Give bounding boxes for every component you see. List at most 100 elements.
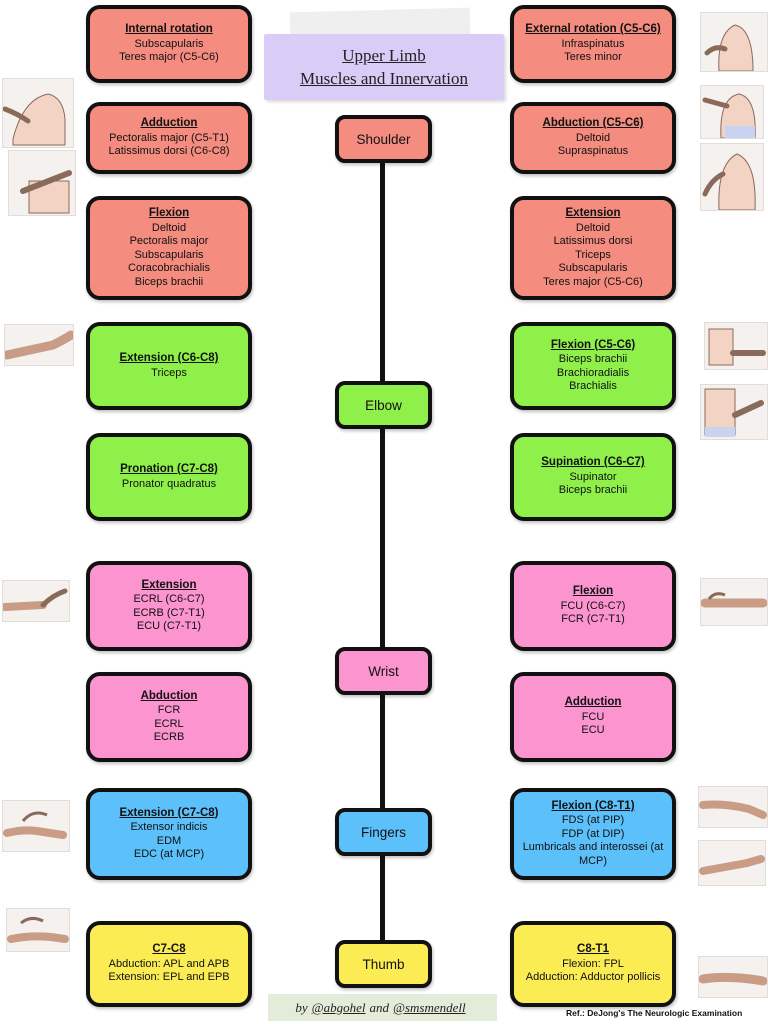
box-line: FDP (at DIP): [561, 827, 625, 840]
author-link-abgohel[interactable]: @abgohel: [311, 999, 366, 1015]
illustration-shoulder-abduction: [700, 85, 764, 139]
box-wrist-extension: Extension ECRL (C6-C7) ECRB (C7-T1) ECU …: [86, 561, 252, 651]
illustration-fingers-extension: [2, 800, 70, 852]
illustration-thumb-flexion: [698, 956, 768, 998]
box-line: Pectoralis major: [129, 235, 209, 247]
illustration-shoulder-external-rotation: [700, 12, 768, 72]
box-heading: Abduction (C5-C6): [542, 117, 644, 130]
box-elbow-pronation: Pronation (C7-C8) Pronator quadratus: [86, 433, 252, 521]
illustration-elbow-flexion-1: [704, 322, 768, 370]
box-line: Biceps brachii: [558, 353, 628, 365]
box-fingers-flexion: Flexion (C8-T1) FDS (at PIP) FDP (at DIP…: [510, 788, 676, 880]
node-shoulder: Shoulder: [335, 115, 432, 163]
box-heading: Abduction: [140, 689, 198, 702]
node-fingers: Fingers: [335, 808, 432, 856]
box-line: Latissimus dorsi (C6-C8): [108, 145, 230, 158]
box-heading: Flexion (C8-T1): [551, 799, 635, 812]
box-line: Brachialis: [569, 380, 617, 392]
box-line: Biceps brachii: [558, 484, 628, 497]
illustration-fingers-flexion-1: [698, 786, 768, 828]
box-shoulder-adduction: Adduction Pectoralis major (C5-T1) Latis…: [86, 102, 252, 174]
box-line: Teres major (C5-C6): [543, 275, 643, 288]
box-thumb-c8-t1: C8-T1 Flexion: FPL Adduction: Adductor p…: [510, 921, 676, 1007]
box-line: Biceps brachii: [134, 275, 204, 288]
box-heading: Adduction: [140, 117, 198, 130]
box-line: ECU (C7-T1): [136, 620, 202, 632]
box-thumb-c7-c8: C7-C8 Abduction: APL and APB Extension: …: [86, 921, 252, 1007]
illustration-shoulder-extension: [700, 143, 764, 211]
reference-note: Ref.: DeJong's The Neurologic Examinatio…: [566, 1008, 743, 1018]
box-line: MCP): [578, 854, 608, 867]
illustration-elbow-flexion-2: [700, 384, 768, 440]
box-line: Supraspinatus: [557, 145, 629, 158]
box-line: Triceps: [151, 366, 187, 379]
box-line: Teres major (C5-C6): [119, 51, 219, 64]
title-line-1: Upper Limb: [342, 46, 426, 65]
credit-by: by: [295, 999, 308, 1015]
box-shoulder-flexion: Flexion Deltoid Pectoralis major Subscap…: [86, 196, 252, 300]
box-line: Supinator: [569, 470, 617, 483]
box-heading: C7-C8: [152, 943, 186, 956]
node-wrist: Wrist: [335, 647, 432, 695]
box-heading: Flexion: [148, 207, 190, 219]
box-line: Extension: EPL and EPB: [108, 971, 230, 984]
box-line: Brachioradialis: [556, 366, 630, 379]
box-elbow-supination: Supination (C6-C7) Supinator Biceps brac…: [510, 433, 676, 521]
box-heading: Extension: [141, 578, 197, 591]
box-heading: Extension (C6-C8): [119, 352, 219, 364]
title-line-2: Muscles and Innervation: [299, 69, 469, 88]
box-elbow-extension: Extension (C6-C8) Triceps: [86, 322, 252, 410]
box-shoulder-abduction: Abduction (C5-C6) Deltoid Supraspinatus: [510, 102, 676, 174]
box-line: Infraspinatus: [561, 37, 625, 50]
box-line: Lumbricals and interossei (at: [522, 841, 664, 854]
illustration-wrist-extension: [2, 580, 70, 622]
box-line: Triceps: [575, 248, 611, 261]
box-shoulder-internal-rotation: Internal rotation Subscapularis Teres ma…: [86, 5, 252, 83]
box-line: Deltoid: [575, 131, 611, 144]
box-line: Subscapularis: [134, 248, 204, 261]
box-line: Latissimus dorsi: [553, 235, 633, 247]
illustration-wrist-flexion: [700, 578, 768, 626]
illustration-elbow-extension: [4, 324, 74, 366]
box-line: Deltoid: [151, 221, 187, 234]
box-heading: External rotation (C5-C6): [525, 23, 661, 36]
central-connector-line: [380, 160, 385, 942]
illustration-thumb-abduction: [6, 908, 70, 952]
box-wrist-abduction: Abduction FCR ECRL ECRB: [86, 672, 252, 762]
box-wrist-adduction: Adduction FCU ECU: [510, 672, 676, 762]
box-line: Flexion: FPL: [562, 957, 624, 970]
author-credit: by @abgohel and @smsmendell: [268, 994, 497, 1021]
author-link-smsmendell[interactable]: @smsmendell: [393, 999, 466, 1015]
box-line: ECRB (C7-T1): [133, 606, 205, 619]
box-line: Teres minor: [564, 51, 622, 64]
box-line: Adduction: Adductor pollicis: [525, 971, 661, 984]
box-heading: Extension (C7-C8): [119, 806, 219, 819]
box-line: ECRL: [154, 717, 184, 730]
box-line: FDS (at PIP): [561, 814, 625, 827]
box-line: Coracobrachialis: [128, 262, 210, 274]
illustration-shoulder-flexion: [8, 150, 76, 216]
box-heading: Extension: [565, 207, 621, 219]
illustration-fingers-flexion-2: [698, 840, 766, 886]
box-line: Extensor indicis: [130, 821, 208, 833]
box-heading: Flexion (C5-C6): [550, 338, 636, 351]
illustration-shoulder-adduction: [2, 78, 74, 148]
box-line: Deltoid: [575, 221, 611, 234]
box-heading: Internal rotation: [125, 23, 213, 36]
box-heading: Adduction: [564, 696, 622, 709]
box-line: Subscapularis: [134, 37, 204, 50]
box-line: ECU: [581, 724, 605, 737]
node-thumb: Thumb: [335, 940, 432, 988]
node-elbow: Elbow: [335, 381, 432, 429]
box-line: Abduction: APL and APB: [108, 957, 230, 970]
box-heading: C8-T1: [577, 943, 609, 956]
box-shoulder-external-rotation: External rotation (C5-C6) Infraspinatus …: [510, 5, 676, 83]
box-elbow-flexion: Flexion (C5-C6) Biceps brachii Brachiora…: [510, 322, 676, 410]
box-line: FCR (C7-T1): [561, 613, 625, 626]
box-line: ECRL (C6-C7): [133, 593, 205, 605]
box-wrist-flexion: Flexion FCU (C6-C7) FCR (C7-T1): [510, 561, 676, 651]
box-line: EDC (at MCP): [133, 848, 205, 860]
box-heading: Flexion: [572, 585, 614, 598]
box-line: Pronator quadratus: [121, 477, 217, 490]
box-line: FCU (C6-C7): [560, 599, 626, 612]
